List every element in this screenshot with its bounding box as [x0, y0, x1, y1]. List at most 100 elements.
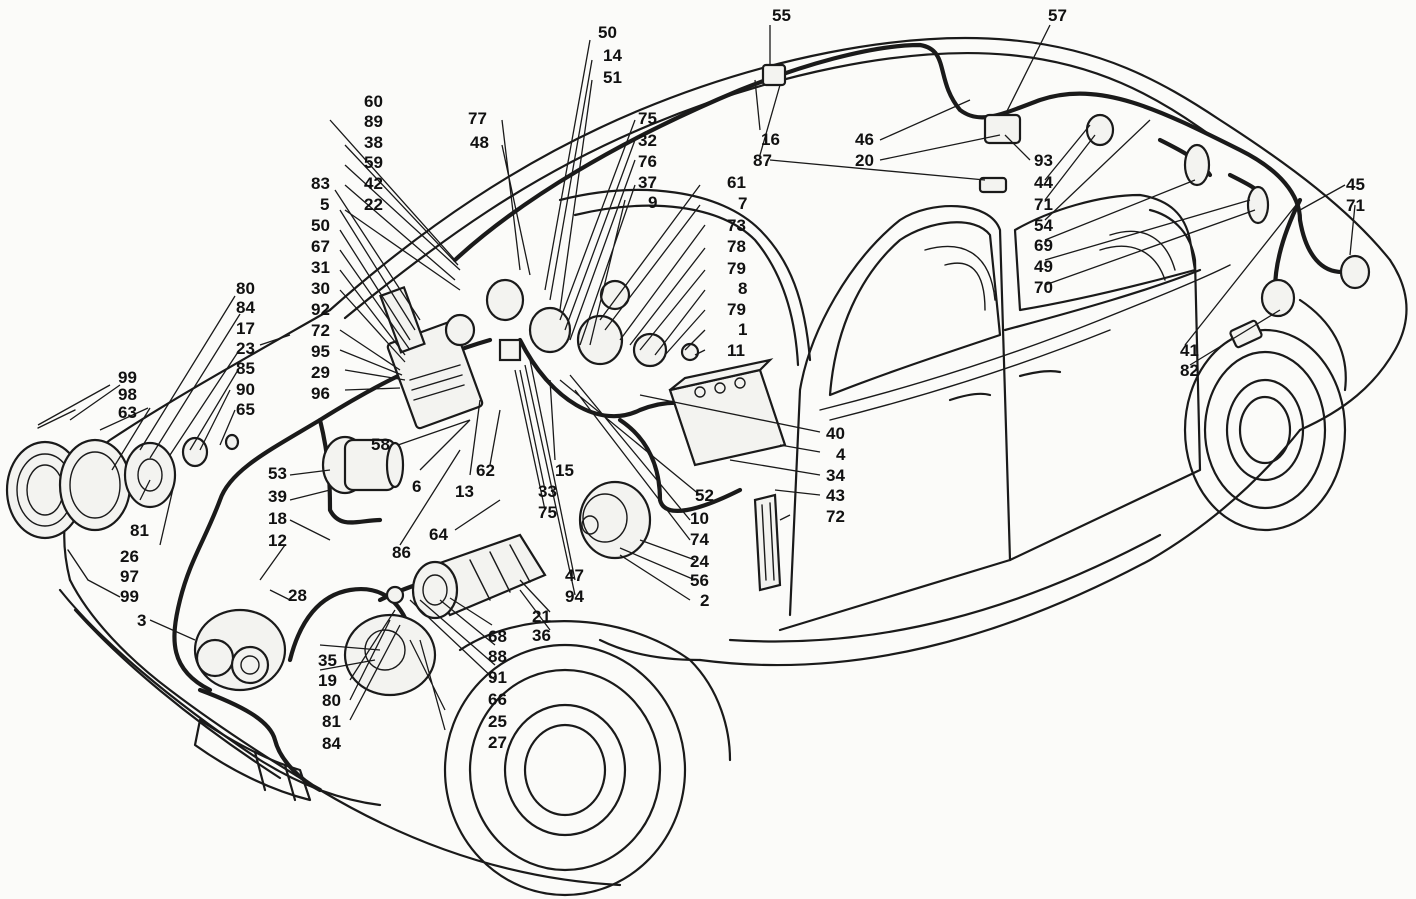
label-28: 28: [288, 586, 307, 605]
label-46: 46: [855, 130, 874, 149]
label-71: 71: [1034, 195, 1053, 214]
label-24: 24: [690, 552, 709, 571]
label-80b: 80: [322, 691, 341, 710]
label-12: 12: [268, 531, 287, 550]
label-45: 45: [1346, 175, 1365, 194]
label-71b: 71: [1346, 196, 1365, 215]
label-78: 78: [727, 237, 746, 256]
label-17: 17: [236, 319, 255, 338]
label-54: 54: [1034, 216, 1053, 235]
side-reflector: [753, 493, 782, 592]
label-1: 1: [738, 320, 747, 339]
label-75b: 75: [538, 503, 557, 522]
label-32: 32: [638, 131, 657, 150]
label-42: 42: [364, 174, 383, 193]
label-99b: 99: [120, 587, 139, 606]
label-99: 99: [118, 368, 137, 387]
label-48: 48: [470, 133, 489, 152]
label-67: 67: [311, 237, 330, 256]
headlamp-assembly: [5, 409, 240, 581]
label-15: 15: [555, 461, 574, 480]
label-23: 23: [236, 339, 255, 358]
horn: [321, 435, 405, 495]
label-61: 61: [727, 173, 746, 192]
label-65: 65: [236, 400, 255, 419]
part-labels: 99 98 63 97 99 80 84 17 23 85 90 65 81 2…: [118, 6, 1365, 753]
label-3: 3: [137, 611, 146, 630]
label-8: 8: [738, 279, 747, 298]
label-70: 70: [1034, 278, 1053, 297]
label-64: 64: [429, 525, 448, 544]
label-53: 53: [268, 464, 287, 483]
label-85: 85: [236, 359, 255, 378]
label-26: 26: [120, 547, 139, 566]
car-body: [58, 37, 1408, 887]
leader-lines: [37, 24, 1356, 731]
label-95: 95: [311, 342, 330, 361]
battery: [668, 358, 787, 467]
label-55: 55: [772, 6, 791, 25]
label-18: 18: [268, 509, 287, 528]
distributor-fan: [193, 608, 287, 692]
label-51: 51: [603, 68, 622, 87]
label-31: 31: [311, 258, 330, 277]
label-44: 44: [1034, 173, 1053, 192]
label-40: 40: [826, 424, 845, 443]
label-81: 81: [130, 521, 149, 540]
label-19: 19: [318, 671, 337, 690]
label-36: 36: [532, 626, 551, 645]
label-93: 93: [1034, 151, 1053, 170]
label-5: 5: [320, 195, 329, 214]
rear-wheel: [1183, 328, 1347, 532]
label-4: 4: [836, 445, 846, 464]
label-41: 41: [1180, 341, 1199, 360]
label-72b: 72: [826, 507, 845, 526]
label-84b: 84: [322, 734, 341, 753]
label-33: 33: [538, 482, 557, 501]
label-49: 49: [1034, 257, 1053, 276]
label-80: 80: [236, 279, 255, 298]
rear-lights: [761, 63, 1371, 349]
label-7: 7: [738, 194, 747, 213]
label-20: 20: [855, 151, 874, 170]
label-38: 38: [364, 133, 383, 152]
label-69: 69: [1034, 236, 1053, 255]
label-21: 21: [532, 607, 551, 626]
label-50b: 50: [598, 23, 617, 42]
label-58: 58: [371, 435, 390, 454]
label-63: 63: [118, 403, 137, 422]
label-60: 60: [364, 92, 383, 111]
label-52: 52: [695, 486, 714, 505]
label-75: 75: [638, 109, 657, 128]
label-77: 77: [468, 109, 487, 128]
front-wheel: [443, 620, 732, 897]
label-39: 39: [268, 487, 287, 506]
label-68: 68: [488, 627, 507, 646]
label-72: 72: [311, 321, 330, 340]
label-87: 87: [753, 151, 772, 170]
label-11: 11: [727, 341, 745, 360]
instrument-cluster: [444, 278, 700, 368]
generator: [385, 533, 547, 620]
label-76: 76: [638, 152, 657, 171]
label-74: 74: [690, 530, 709, 549]
label-92: 92: [311, 300, 330, 319]
brake-drum: [578, 480, 652, 560]
label-56: 56: [690, 571, 709, 590]
fuse-box: [379, 285, 484, 430]
label-94: 94: [565, 587, 584, 606]
label-47: 47: [565, 566, 584, 585]
label-29: 29: [311, 363, 330, 382]
label-35: 35: [318, 651, 337, 670]
label-9: 9: [648, 193, 657, 212]
label-96: 96: [311, 384, 330, 403]
label-81b: 81: [322, 712, 341, 731]
label-97: 97: [120, 567, 139, 586]
label-2: 2: [700, 591, 709, 610]
label-59: 59: [364, 153, 383, 172]
label-57: 57: [1048, 6, 1067, 25]
label-16: 16: [761, 130, 780, 149]
label-62: 62: [476, 461, 495, 480]
label-89: 89: [364, 112, 383, 131]
